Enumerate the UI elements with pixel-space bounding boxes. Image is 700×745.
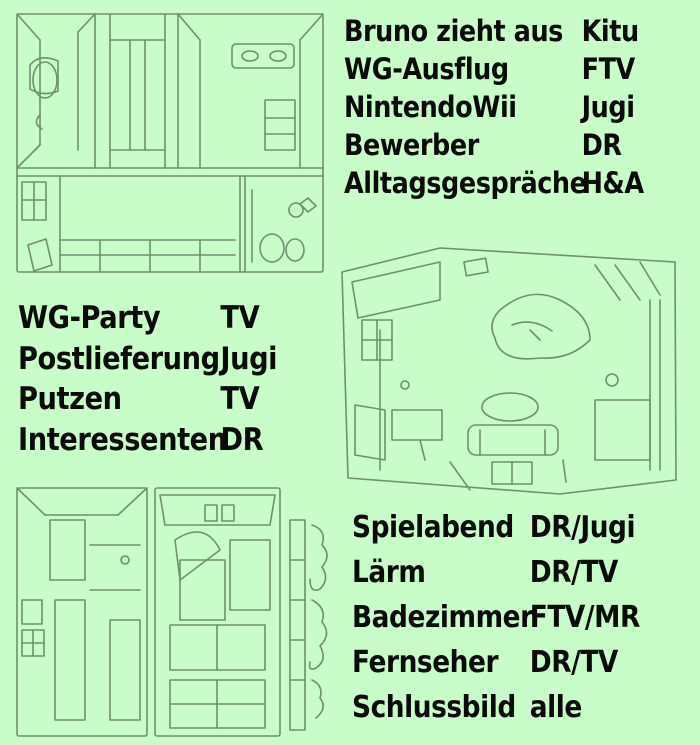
scene-cast: DR/TV	[529, 645, 619, 680]
scene-name: Bewerber	[344, 128, 479, 162]
scene-name: Postlieferung	[18, 340, 220, 377]
scene-cast: Kitu	[581, 14, 640, 48]
scene-name: Lärm	[352, 555, 426, 590]
sketch-living-room	[342, 248, 676, 494]
scene-name: Schlussbild	[352, 690, 516, 725]
scene-cast: DR/Jugi	[529, 510, 636, 545]
scene-cast: alle	[529, 690, 583, 725]
scene-cast: TV	[220, 300, 260, 336]
sketch-top-left-rooms	[17, 14, 323, 272]
scene-cast: FTV	[581, 52, 636, 86]
scene-name: Interessenten	[18, 421, 227, 458]
sketch-bottom-left-rooms	[17, 488, 327, 736]
scene-name: WG-Ausflug	[344, 52, 509, 86]
scene-cast: DR/TV	[529, 555, 619, 590]
scene-cast: Jugi	[581, 90, 635, 124]
scene-name: NintendoWii	[344, 90, 517, 124]
scene-name: Alltagsgespräche	[344, 166, 587, 200]
scene-cast: Jugi	[220, 340, 278, 377]
scene-name: Putzen	[18, 381, 122, 417]
scene-cast: TV	[220, 381, 260, 417]
scene-name: Fernseher	[352, 645, 499, 680]
scene-name: Bruno zieht aus	[344, 14, 563, 48]
scene-cast: DR	[581, 128, 622, 162]
scene-cast: FTV/MR	[529, 600, 641, 635]
scene-name: WG-Party	[18, 300, 161, 336]
scene-name: Spielabend	[352, 510, 514, 545]
scene-cast: DR	[220, 421, 264, 458]
scene-name: Badezimmer	[352, 600, 533, 635]
scene-cast: H&A	[581, 166, 644, 200]
